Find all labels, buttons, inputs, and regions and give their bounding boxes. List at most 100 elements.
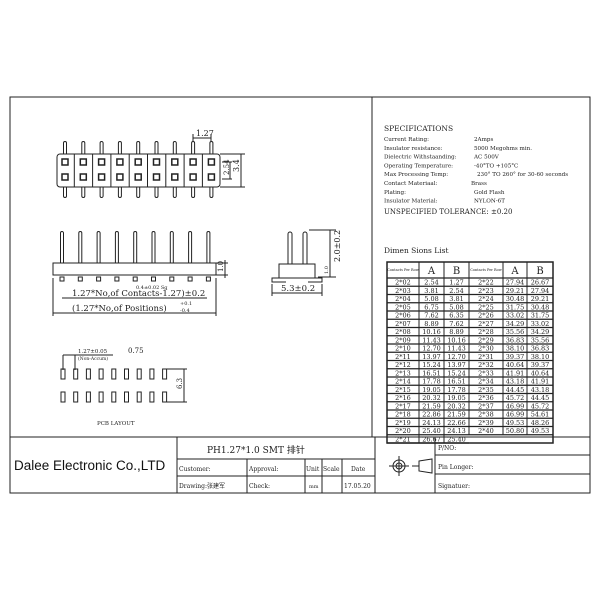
table-cell: 22.66 [447,419,466,427]
table-cell: 15.24 [447,369,466,377]
table-cell: 15.24 [422,361,441,369]
table-cell: 20.32 [422,394,441,402]
pin [154,141,159,154]
table-cell: 2*23 [478,287,494,295]
contacts-dimension: 1.27*No,of Contacts-1.27)±0.2 [72,288,205,299]
pin [81,141,86,154]
pin-square [207,158,216,166]
table-header: Contacts Per Row [470,268,502,272]
pin [63,187,67,198]
spec-label: Contact Materiaal: [384,181,438,187]
table-cell: 33.02 [531,320,550,328]
spec-value: Brass [471,181,487,187]
unit-value: mm [309,484,319,490]
pin [60,231,64,263]
table-cell: 2*31 [478,353,494,361]
table-cell: 16.51 [447,378,466,386]
table-cell: 21.59 [447,411,466,419]
table-header: B [536,266,543,277]
drawing-label: Drawing:张建军 [179,482,225,490]
pin [172,187,177,198]
pcb-pad [136,368,142,380]
table-cell: 2*36 [478,394,494,402]
table-cell: 31.75 [506,303,525,311]
row-pitch-label: 2.54 [223,159,231,175]
pcb-pad [136,391,142,403]
specifications-title: SPECIFICATIONS [384,124,453,133]
table-cell: 7.62 [424,312,438,320]
side-small-label: 1.0 [324,266,330,274]
pin [133,231,138,263]
tolerance-note: UNSPECIFIED TOLERANCE: ±0.20 [384,208,512,216]
pin [154,187,159,198]
positions-dimension: (1.27*No,of Positions) [72,303,167,314]
pin [136,187,141,198]
table-cell: 10.16 [422,328,441,336]
table-cell: 46.99 [506,402,525,410]
pin-tail [205,276,211,282]
table-cell: 2*38 [478,411,494,419]
spec-label: Max Processing Temp: [384,172,448,178]
pcb-pad [85,368,91,380]
table-cell: 7.62 [449,320,463,328]
table-cell: 36.83 [506,336,525,344]
spec-value: 230° TO 260° for 30-60 seconds [477,172,568,178]
pin-square [171,173,179,181]
table-cell: 27.94 [506,279,525,287]
table-cell: 2*19 [395,419,411,427]
date-value: 17.05.20 [344,483,371,490]
table-cell: 2*18 [395,411,411,419]
table-cell: 2*04 [395,295,411,303]
approval-label: Approval: [248,466,278,473]
table-cell: 39.37 [531,361,550,369]
signature-label: Signatuer: [438,483,470,490]
pcb-pad [73,391,79,403]
table-cell: 30.48 [531,303,550,311]
table-cell: 2*32 [478,361,494,369]
table-cell: 45.72 [531,402,550,410]
table-cell: 2*06 [395,312,411,320]
pcb-pad [149,391,155,403]
table-cell: 38.10 [506,345,525,353]
pin-tail [77,276,83,282]
tolerance-plus: +0.1 [180,301,192,307]
table-cell: 17.78 [447,386,466,394]
table-cell: 2*17 [395,402,411,410]
table-header: Contacts Per Row [387,268,419,272]
pin [209,141,214,154]
table-cell: 29.21 [506,287,525,295]
table-cell: 48.26 [531,419,550,427]
table-cell: 11.43 [422,336,441,344]
pin-tail [132,276,138,282]
pcb-row-label: 6.3 [176,378,184,389]
pin-square [189,158,197,166]
body-height-label: 1.0 [217,261,225,272]
table-cell: 2*12 [395,361,411,369]
table-cell: 41.91 [531,378,550,386]
pcb-title: PCB LAYOUT [97,421,135,427]
table-header: B [453,266,460,277]
table-cell: 2*05 [395,303,411,311]
side-height-label: 2.0±0.2 [333,230,342,262]
pin [81,187,86,198]
spec-label: Plating: [384,190,406,196]
spec-value: NYLON-6T [474,199,505,205]
table-cell: 2*28 [478,328,494,336]
pcb-pad [124,368,129,380]
pin-square [97,158,106,166]
part-number-label: P/NO: [438,445,456,452]
scale-label: Scale [323,466,340,473]
pin [136,141,141,154]
spec-label: Insulator resistance: [384,146,443,152]
table-cell: 2*03 [395,287,411,295]
table-cell: 12.70 [422,345,441,353]
table-cell: 13.97 [422,353,441,361]
table-cell: 26.67 [531,279,550,287]
spec-value: 5000 Megohms min. [474,146,532,152]
table-cell: 50.80 [506,427,525,435]
pin-tail [96,276,102,282]
pin-tail [114,276,120,282]
pcb-pad [111,368,117,380]
table-cell: 2*22 [478,279,494,287]
pin-square [134,173,142,181]
